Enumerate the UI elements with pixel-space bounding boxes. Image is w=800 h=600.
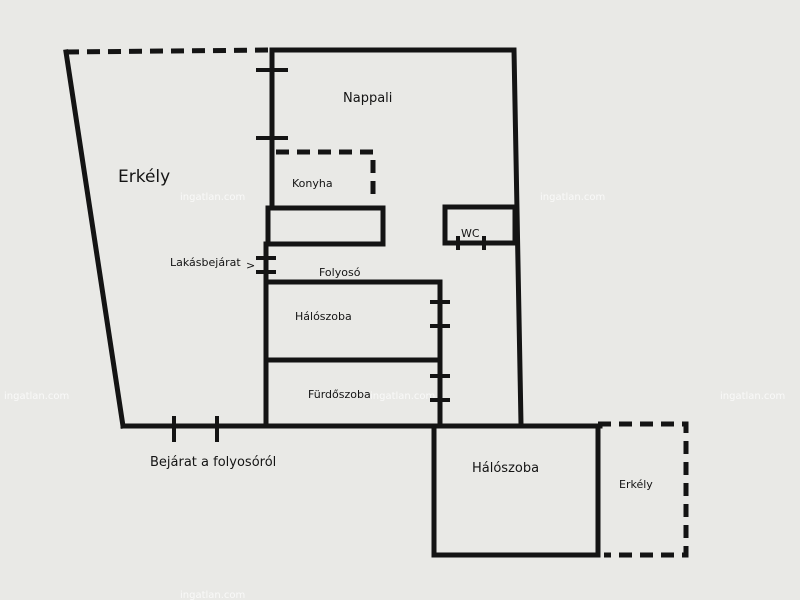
- watermark: ingatlan.com: [4, 391, 69, 402]
- room-label-haloszoba-1: Hálószoba: [295, 310, 352, 323]
- room-label-konyha: Konyha: [292, 177, 333, 190]
- outer-walls: [263, 47, 603, 429]
- watermark: ingatlan.com: [180, 590, 245, 600]
- balcony-right-railing: [598, 421, 689, 558]
- entrance-arrow: >: [246, 259, 255, 272]
- watermark: ingatlan.com: [180, 192, 245, 203]
- kitchen-dashed-outline: [276, 149, 376, 198]
- door-markers: [172, 68, 486, 442]
- watermark: ingatlan.com: [720, 391, 785, 402]
- room-label-folyoso: Folyosó: [319, 266, 361, 279]
- watermark: ingatlan.com: [540, 192, 605, 203]
- balcony-left-railing: [65, 47, 273, 55]
- bedroom-1-walls: [263, 279, 443, 429]
- watermarks: ingatlan.com ingatlan.com ingatlan.com i…: [4, 192, 785, 600]
- outer-wall-top-right: [269, 47, 524, 427]
- label-entrance-corridor: Bejárat a folyosóról: [150, 455, 276, 470]
- balcony-left-side-wall: [63, 49, 126, 429]
- bedroom-2-walls: [431, 423, 601, 558]
- room-label-erkely-right: Erkély: [619, 478, 653, 491]
- room-label-furdoszoba: Fürdőszoba: [308, 388, 371, 401]
- watermark: ingatlan.com: [370, 391, 435, 402]
- room-label-lakasbejarat: Lakásbejárat: [170, 256, 241, 269]
- wc-walls: [442, 204, 518, 246]
- room-label-nappali: Nappali: [343, 91, 392, 106]
- kitchen: [265, 149, 386, 247]
- kitchen-counter: [265, 205, 386, 247]
- room-label-haloszoba-2: Hálószoba: [472, 461, 539, 476]
- bedroom-bathroom-block: [263, 279, 443, 429]
- room-labels: Erkély Nappali Konyha WC Lakásbejárat > …: [118, 91, 653, 491]
- room-label-wc: WC: [461, 227, 480, 240]
- balcony-left: [63, 47, 273, 429]
- room-label-erkely-left: Erkély: [118, 167, 170, 187]
